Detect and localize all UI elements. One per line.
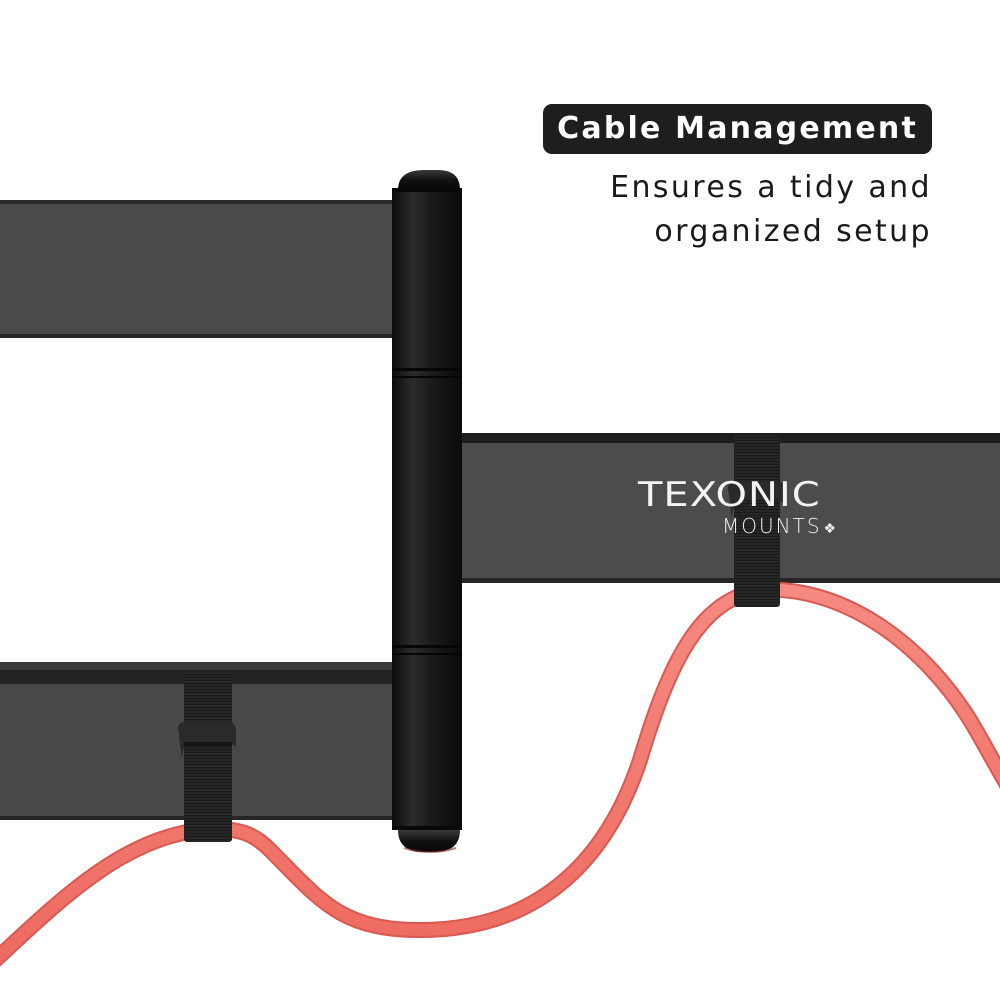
feature-caption: Cable Management Ensures a tidy and orga… xyxy=(543,104,932,254)
feature-description: Ensures a tidy and organized setup xyxy=(543,166,932,254)
feature-description-line-2: organized setup xyxy=(654,214,932,249)
left-cable-strap xyxy=(178,672,236,842)
feature-title-badge: Cable Management xyxy=(543,104,932,154)
pivot-column xyxy=(392,170,462,853)
upper-left-arm xyxy=(0,200,408,338)
right-arm xyxy=(446,433,1000,583)
right-cable-strap xyxy=(728,433,786,607)
feature-description-line-1: Ensures a tidy and xyxy=(610,170,932,205)
